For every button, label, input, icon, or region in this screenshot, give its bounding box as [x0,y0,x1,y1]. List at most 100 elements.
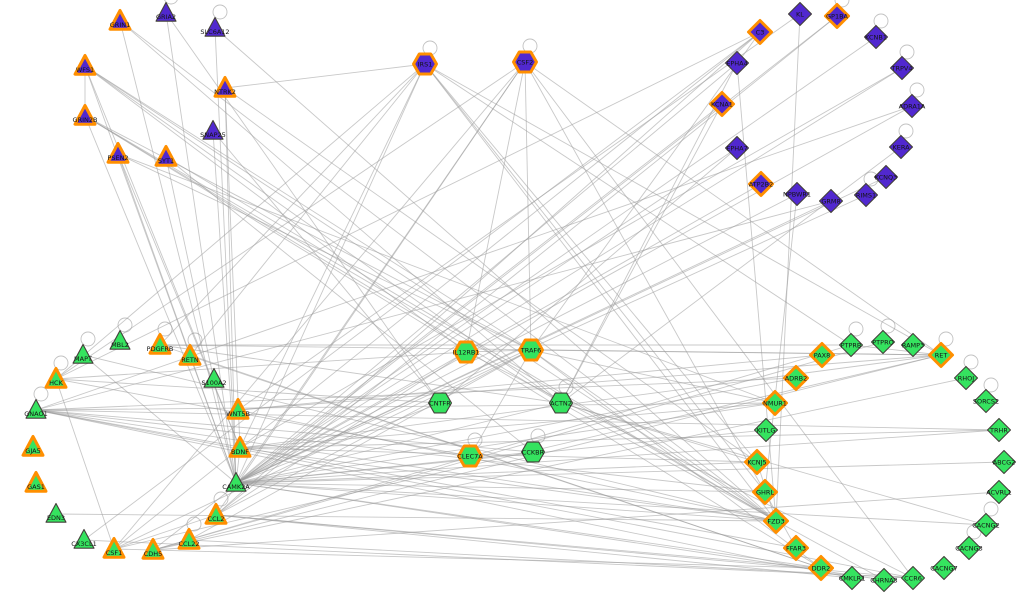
graph-node[interactable] [102,537,126,559]
graph-node[interactable] [457,444,483,468]
graph-node[interactable] [21,435,45,457]
graph-edge[interactable] [235,36,877,484]
graph-edge[interactable] [560,402,987,526]
graph-edge[interactable] [55,31,761,380]
graph-edge[interactable] [235,402,441,484]
graph-edge[interactable] [764,193,798,493]
graph-edge[interactable] [84,115,237,484]
graph-edge[interactable] [84,65,532,351]
graph-edge[interactable] [237,409,777,522]
graph-node[interactable] [888,134,914,160]
graph-node[interactable] [453,340,479,364]
graph-edge[interactable] [189,355,822,569]
graph-node[interactable] [783,535,809,561]
graph-edge[interactable] [152,491,1000,551]
graph-edge[interactable] [84,115,822,569]
graph-node[interactable] [512,50,538,74]
graph-edge[interactable] [55,378,441,404]
graph-edge[interactable] [424,63,852,346]
graph-edge[interactable] [560,103,723,404]
self-loop-edge[interactable] [558,379,574,395]
self-loop-edge[interactable] [33,386,49,402]
graph-edge[interactable] [224,63,426,89]
graph-edge[interactable] [35,377,797,411]
self-loop-edge[interactable] [899,44,915,60]
graph-edge[interactable] [439,147,738,404]
self-loop-edge[interactable] [898,123,914,139]
self-loop-edge[interactable] [848,321,864,337]
graph-node[interactable] [202,119,224,140]
graph-edge[interactable] [212,130,237,484]
graph-node[interactable] [763,508,789,534]
graph-node[interactable] [839,565,865,591]
graph-node[interactable] [203,367,225,388]
graph-edge[interactable] [239,447,758,463]
graph-node[interactable] [141,538,165,560]
graph-edge[interactable] [84,65,562,404]
self-loop-edge[interactable] [909,82,925,98]
graph-edge[interactable] [113,61,526,550]
graph-node[interactable] [72,343,94,364]
graph-node[interactable] [73,54,97,76]
graph-edge[interactable] [215,31,761,516]
graph-edge[interactable] [152,377,967,551]
graph-node[interactable] [953,365,979,391]
graph-edge[interactable] [235,105,913,484]
graph-edge[interactable] [775,13,801,522]
graph-edge[interactable] [224,87,758,463]
graph-edge[interactable] [119,20,237,484]
graph-node[interactable] [889,55,915,81]
graph-edge[interactable] [165,156,237,484]
graph-node[interactable] [709,91,735,117]
graph-edge[interactable] [35,409,777,522]
graph-edge[interactable] [235,176,887,484]
self-loop-edge[interactable] [186,516,202,532]
self-loop-edge[interactable] [157,321,173,337]
graph-node[interactable] [748,171,774,197]
graph-edge[interactable] [239,354,942,449]
graph-edge[interactable] [113,514,217,550]
graph-node[interactable] [783,365,809,391]
graph-edge[interactable] [214,27,777,522]
graph-node[interactable] [154,145,178,167]
graph-edge[interactable] [235,482,777,522]
graph-node[interactable] [724,50,750,76]
graph-node[interactable] [752,479,778,505]
self-loop-edge[interactable] [80,331,96,347]
graph-node[interactable] [178,344,202,366]
graph-edge[interactable] [189,63,426,357]
graph-node[interactable] [204,503,228,525]
graph-edge[interactable] [850,344,942,356]
graph-edge[interactable] [35,409,766,493]
graph-node[interactable] [25,398,47,419]
self-loop-edge[interactable] [117,317,133,333]
graph-node[interactable] [853,182,879,208]
graph-edge[interactable] [165,156,534,453]
graph-edge[interactable] [237,13,801,411]
graph-edge[interactable] [524,61,797,549]
graph-node[interactable] [928,342,954,368]
graph-node[interactable] [744,449,770,475]
graph-node[interactable] [762,390,788,416]
graph-edge[interactable] [424,63,942,356]
graph-node[interactable] [899,93,925,119]
graph-edge[interactable] [159,344,562,404]
graph-node[interactable] [870,329,896,355]
graph-edge[interactable] [424,63,766,493]
graph-edge[interactable] [35,402,776,411]
graph-edge[interactable] [117,153,776,404]
graph-node[interactable] [520,441,546,463]
graph-edge[interactable] [55,513,777,522]
graph-edge[interactable] [239,63,426,449]
graph-node[interactable] [747,19,773,45]
graph-edge[interactable] [165,12,237,484]
graph-edge[interactable] [82,354,237,484]
graph-edge[interactable] [55,378,471,457]
graph-node[interactable] [204,16,226,37]
graph-edge[interactable] [524,61,914,579]
graph-edge[interactable] [83,539,914,579]
self-loop-edge[interactable] [938,331,954,347]
graph-node[interactable] [808,555,834,581]
graph-edge[interactable] [235,183,762,484]
graph-node[interactable] [818,188,844,214]
